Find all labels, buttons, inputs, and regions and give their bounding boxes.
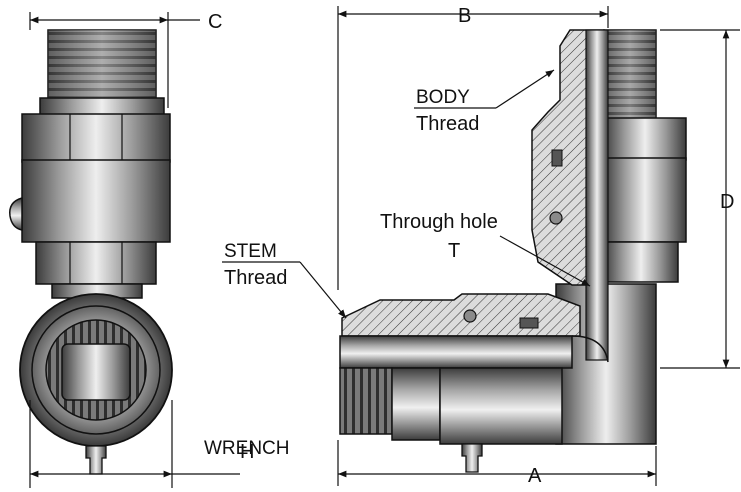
body-thread-label: Thread: [416, 113, 480, 135]
dim-label-h: H: [240, 441, 255, 463]
stem-shaft: [339, 335, 573, 369]
front-view: [9, 29, 173, 475]
stem-thread: [339, 367, 393, 435]
stem-section-hatch: [341, 293, 581, 337]
front-body: [21, 159, 171, 243]
section-view: [339, 29, 687, 473]
wrench-label: WRENCH: [204, 438, 290, 459]
front-stem-hex: [35, 241, 157, 285]
through-bore: [585, 29, 609, 361]
front-port-bore: [61, 343, 131, 401]
section-swivel-nut: [603, 117, 687, 161]
through-hole-label: Through hole: [380, 211, 498, 233]
dim-label-b: B: [458, 5, 472, 27]
dimensions: [29, 6, 740, 488]
dim-label-d: D: [720, 191, 735, 213]
dim-label-c: C: [208, 11, 223, 33]
dim-label-t: T: [448, 240, 461, 262]
dim-label-a: A: [528, 465, 542, 487]
front-swivel-nut: [21, 113, 171, 163]
stem-label: STEM: [224, 241, 277, 262]
stem-thread-label: Thread: [224, 267, 288, 289]
body-label: BODY: [416, 87, 470, 108]
